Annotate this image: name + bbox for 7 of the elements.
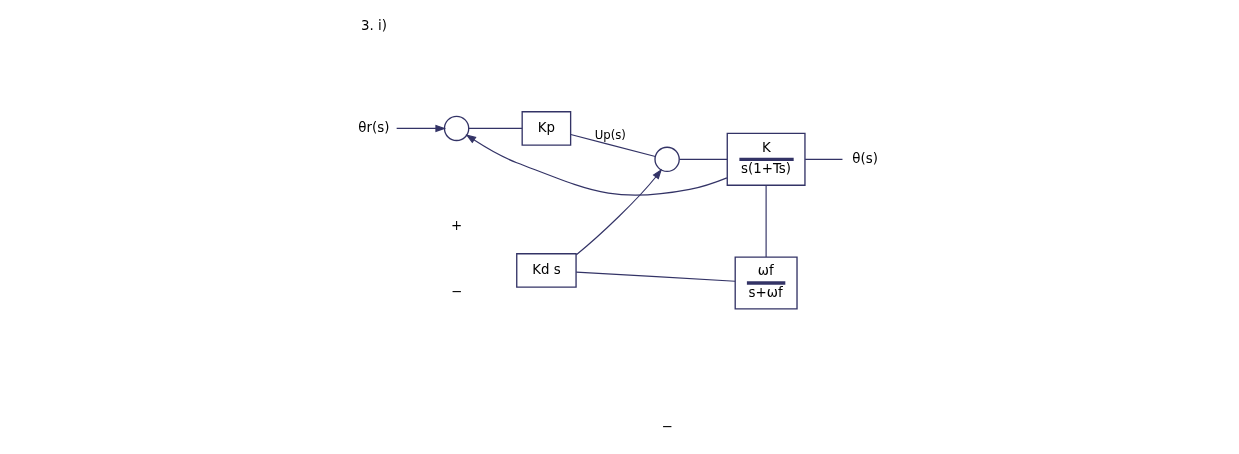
label: 3. i) [360,17,387,33]
node-text: θr(s) [358,119,390,135]
edge-label: Up(s) [594,127,626,142]
node-text: θ(s) [852,150,878,166]
label: + [451,218,463,234]
label: − [661,418,673,434]
label: − [451,284,463,300]
